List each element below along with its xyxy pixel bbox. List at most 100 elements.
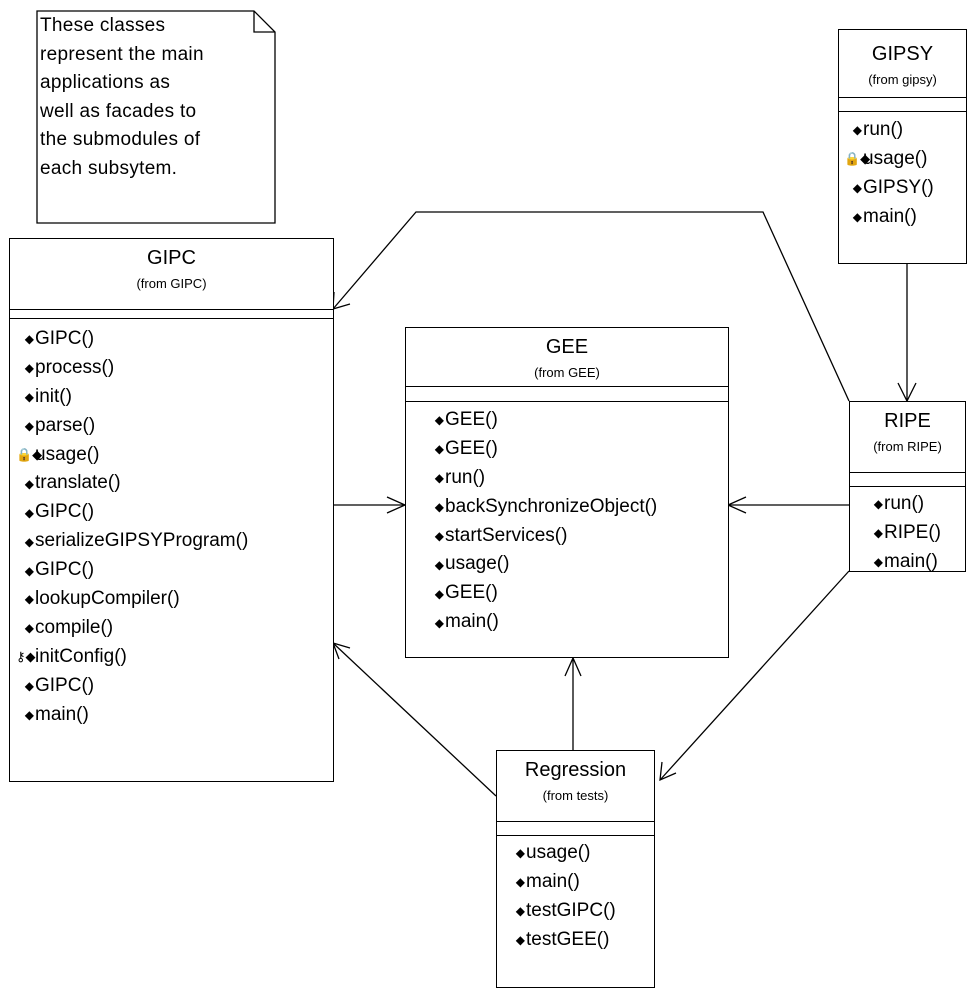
operation-item[interactable]: ◆compile() — [16, 614, 333, 643]
operation-label: compile() — [35, 616, 114, 638]
operation-item[interactable]: ◆GIPSY() — [844, 174, 966, 203]
note-line: applications as — [40, 72, 171, 93]
class-gipc[interactable]: GIPC (from GIPC) ◆GIPC()◆process()◆init(… — [9, 238, 334, 782]
operation-item[interactable]: ◆main() — [507, 868, 654, 897]
class-ripe[interactable]: RIPE (from RIPE) ◆run()◆RIPE()◆main() — [849, 401, 966, 572]
operation-item[interactable]: ◆process() — [16, 354, 333, 383]
operation-label: run() — [863, 119, 904, 140]
operation-icon: ◆ — [873, 497, 883, 512]
class-package: (from RIPE) — [873, 439, 942, 454]
operation-item[interactable]: ◆GIPC() — [16, 672, 333, 701]
note-shape — [36, 10, 276, 224]
class-gipsy[interactable]: GIPSY (from gipsy) ◆run()🔒◆usage()◆GIPSY… — [838, 29, 967, 264]
class-name: Regression — [524, 759, 627, 781]
operations-separator — [497, 835, 654, 836]
operation-item[interactable]: ◆GEE() — [426, 579, 728, 608]
note-line: These classes — [40, 15, 166, 36]
operations-list: ◆usage()◆main()◆testGIPC()◆testGEE() — [497, 839, 654, 955]
operations-list: ◆run()◆RIPE()◆main() — [850, 490, 965, 577]
operations-separator — [839, 111, 966, 112]
note-text: These classes represent the main applica… — [40, 12, 270, 183]
attributes-separator — [10, 309, 333, 310]
operation-label: main() — [526, 870, 580, 892]
operation-item[interactable]: ◆main() — [426, 608, 728, 637]
operation-item[interactable]: ◆testGEE() — [507, 926, 654, 955]
class-package: (from GEE) — [534, 365, 600, 380]
operation-item[interactable]: ◆startServices() — [426, 522, 728, 551]
operations-separator — [850, 486, 965, 487]
class-name: GIPSY — [871, 43, 934, 65]
operation-label: GIPC() — [35, 501, 95, 523]
operation-icon: ◆ — [434, 500, 444, 515]
operation-item[interactable]: ◆testGIPC() — [507, 897, 654, 926]
note: These classes represent the main applica… — [36, 10, 276, 224]
operation-label: main() — [445, 611, 499, 633]
operation-item[interactable]: 🔒◆usage() — [844, 145, 966, 174]
operation-item[interactable]: ◆GEE() — [426, 406, 728, 435]
operation-item[interactable]: ◆lookupCompiler() — [16, 585, 333, 614]
operation-label: run() — [884, 493, 925, 514]
class-name: RIPE — [884, 410, 931, 432]
operation-icon: ◆ — [873, 526, 883, 541]
operation-item[interactable]: ◆GEE() — [426, 435, 728, 464]
operation-icon: ◆ — [515, 904, 525, 919]
attributes-separator — [839, 97, 966, 98]
operation-icon: ◆ — [24, 592, 34, 607]
operation-item[interactable]: ◆backSynchronizeObject() — [426, 493, 728, 522]
operation-label: GEE() — [445, 409, 498, 430]
dependency-regression-gipc — [332, 642, 497, 797]
operation-item[interactable]: ◆run() — [844, 116, 966, 145]
class-package: (from tests) — [542, 788, 609, 803]
operation-item[interactable]: ◆main() — [865, 548, 965, 577]
operation-item[interactable]: ◆main() — [16, 701, 333, 730]
operation-item[interactable]: 🔒◆usage() — [16, 441, 333, 470]
operation-item[interactable]: ◆main() — [844, 203, 966, 232]
class-gee[interactable]: GEE (from GEE) ◆GEE()◆GEE()◆run()◆backSy… — [405, 327, 729, 658]
operation-item[interactable]: ◆usage() — [426, 550, 728, 579]
operation-label: RIPE() — [884, 521, 941, 543]
operation-icon: ◆ — [24, 361, 34, 376]
operation-item[interactable]: ◆GIPC() — [16, 556, 333, 585]
operations-list: ◆GIPC()◆process()◆init()◆parse()🔒◆usage(… — [10, 325, 333, 729]
arrowhead-regression-right — [659, 761, 677, 782]
operation-item[interactable]: ◆usage() — [507, 839, 654, 868]
note-line: the submodules of — [40, 129, 201, 150]
operation-icon: ◆ — [515, 933, 525, 948]
operation-item[interactable]: ◆serializeGIPSYProgram() — [16, 527, 333, 556]
operation-icon: ◆ — [24, 708, 34, 723]
operation-item[interactable]: ◆translate() — [16, 469, 333, 498]
operation-item[interactable]: ◆RIPE() — [865, 519, 965, 548]
operation-icon: ◆ — [434, 586, 444, 601]
operation-label: process() — [35, 356, 115, 378]
operation-icon: ◆ — [852, 210, 862, 225]
operation-item[interactable]: ◆GIPC() — [16, 325, 333, 354]
class-regression[interactable]: Regression (from tests) ◆usage()◆main()◆… — [496, 750, 655, 988]
operation-item[interactable]: ◆parse() — [16, 412, 333, 441]
operation-icon: ◆ — [852, 123, 862, 138]
operation-icon: ◆ — [24, 679, 34, 694]
operation-label: GIPC() — [35, 559, 95, 581]
operation-label: run() — [445, 466, 486, 488]
operation-label: usage() — [445, 553, 510, 575]
operation-item[interactable]: ◆GIPC() — [16, 498, 333, 527]
operation-item[interactable]: ◆run() — [865, 490, 965, 519]
operation-item[interactable]: ⚷◆initConfig() — [16, 643, 333, 672]
dependency-ripe-regression — [659, 570, 850, 781]
protected-key-icon: ⚷◆ — [16, 649, 36, 665]
operation-icon: ◆ — [434, 529, 444, 543]
operation-icon: ◆ — [434, 442, 444, 457]
operation-label: GEE() — [445, 582, 498, 604]
operation-item[interactable]: ◆run() — [426, 464, 728, 493]
operation-label: main() — [863, 205, 917, 227]
note-line: represent the main — [40, 43, 204, 65]
private-lock-icon: 🔒◆ — [844, 151, 871, 167]
operation-label: testGEE() — [526, 928, 610, 950]
operation-label: serializeGIPSYProgram() — [35, 530, 249, 552]
operation-label: startServices() — [445, 524, 568, 546]
dependency-ripe-gipc — [332, 211, 850, 402]
operation-icon: ◆ — [515, 875, 525, 890]
operation-item[interactable]: ◆init() — [16, 383, 333, 412]
operation-icon: ◆ — [24, 419, 34, 434]
operation-label: backSynchronizeObject() — [445, 495, 658, 517]
